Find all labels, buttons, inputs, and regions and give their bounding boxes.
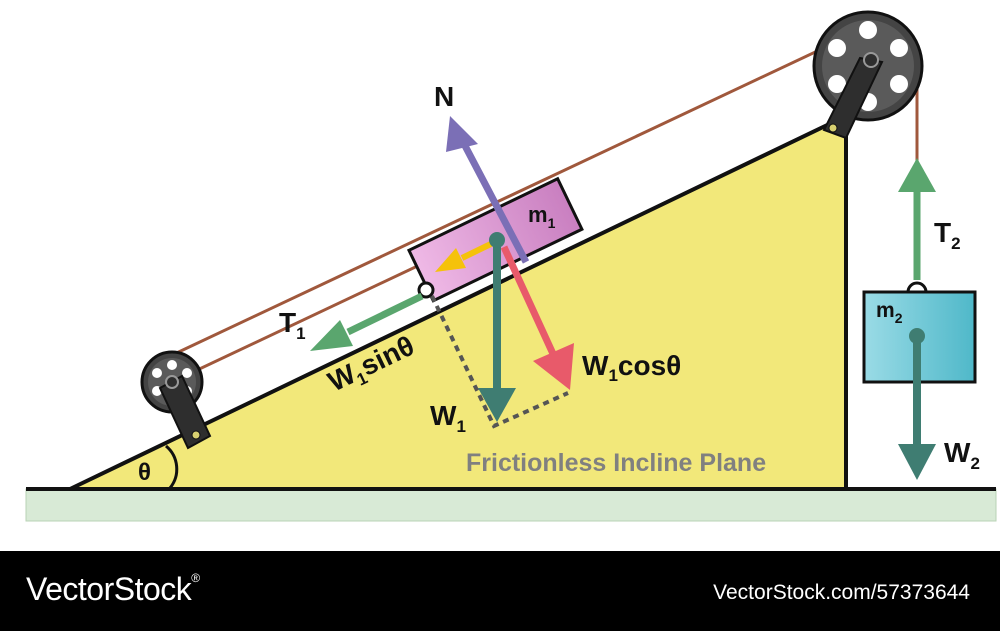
plane-caption: Frictionless Incline Plane [466,449,766,477]
rope-top [167,28,863,359]
rope-lower [173,260,427,383]
normal-arrow-head [446,116,478,152]
angle-arc [164,444,179,489]
mass2-label: m2 [876,299,903,326]
mass1-label: m1 [528,202,556,231]
footer-url: VectorStock.com/57373644 [713,581,970,604]
pulley-top-icon [812,10,924,140]
footer-brand: VectorStock® [26,571,200,608]
block1-hook [417,281,435,299]
normal-arrow-shaft [458,138,530,264]
angle-label: θ [138,459,151,486]
block2-center [909,328,925,344]
block1-center [489,232,505,248]
tension2-label: T2 [934,217,961,253]
w1cos-label: W1cosθ [582,350,681,385]
sin-arrow-head [435,248,466,272]
component-dashes [430,295,569,429]
brand-mark: ® [191,571,200,585]
cos-arrow-shaft [500,245,558,358]
cos-arrow-head [533,343,574,390]
brand-name: VectorStock [26,571,192,607]
pulley-bottom-icon [140,350,212,450]
footer-bar: VectorStock® VectorStock.com/57373644 [0,551,1000,631]
weight2-label: W2 [944,437,980,473]
ground [25,488,997,522]
weight2-arrow-head [898,444,936,480]
tension1-arrow-shaft [346,292,424,336]
weight1-label: W1 [430,400,466,436]
normal-label: N [434,81,454,112]
tension1-arrow-head [310,320,353,351]
weight1-arrow-head [478,388,516,422]
tension2-arrow-head [898,158,936,192]
incline-plane [69,112,848,491]
tension1-label: T1 [279,307,306,343]
